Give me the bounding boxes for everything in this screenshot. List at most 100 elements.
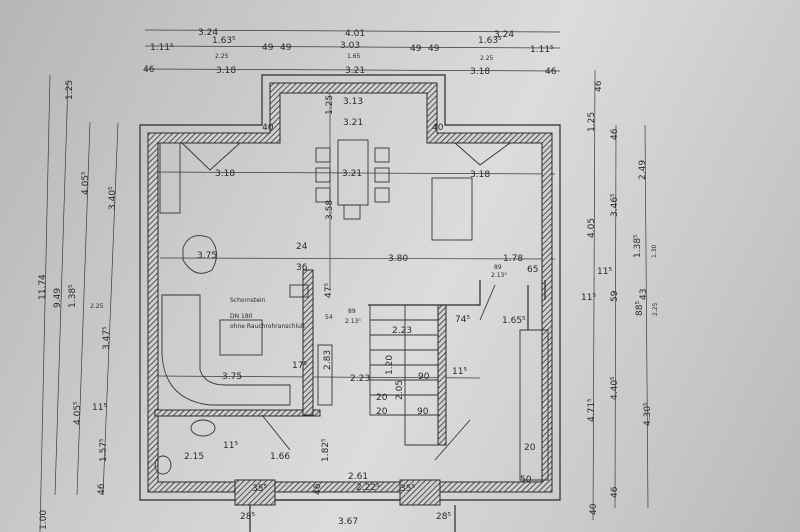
dimension-label: 3.24: [494, 30, 514, 40]
dimension-label: 2.83: [323, 350, 333, 370]
dimension-label: 3.75: [197, 251, 217, 261]
dimension-label: 2.22⁵: [356, 483, 380, 493]
dimension-label: 1.11⁵: [530, 45, 554, 55]
dimension-label: 1.20: [385, 355, 395, 375]
dimension-label: 1.63⁵: [478, 36, 502, 46]
dimension-label: 36: [296, 263, 308, 273]
dimension-label: 2.25: [90, 303, 104, 310]
dimension-label: 2.23: [392, 326, 412, 336]
dimension-label: 3.75: [222, 372, 242, 382]
dimension-label: 54: [325, 314, 333, 321]
dimension-label: 1.78: [503, 254, 523, 264]
dimension-label: 90: [418, 372, 430, 382]
dimension-label: 40: [589, 503, 599, 515]
dimension-label: 4.05⁵: [81, 171, 91, 195]
dimension-label: 89: [494, 264, 502, 271]
dimension-label: 40: [432, 123, 444, 133]
dimension-label: 20: [376, 393, 388, 403]
dimension-label: 17⁵: [292, 361, 307, 371]
dimension-label: 3.67: [338, 517, 358, 527]
dimension-label: 4.71⁵: [587, 398, 597, 422]
dimension-label: 2.49: [638, 160, 648, 180]
dimension-label: 1.00: [39, 510, 49, 530]
dimension-label: 46: [610, 128, 620, 140]
dimension-label: 11.74: [38, 274, 48, 300]
dimension-label: 11⁵: [452, 367, 467, 377]
dimension-label: 24: [296, 242, 308, 252]
dimension-label: 1.11⁵: [150, 43, 174, 53]
dimension-label: 1.38⁵: [633, 234, 643, 258]
dimension-label: 2.13⁵: [491, 272, 507, 279]
dimension-label: 20: [376, 407, 388, 417]
dimension-label: 3.21: [345, 66, 365, 76]
dimension-label: 47⁵: [324, 283, 334, 298]
dimension-label: 46: [313, 483, 323, 495]
dimension-label: 46: [594, 80, 604, 92]
dimension-label: 4.01: [345, 29, 365, 39]
dimension-label: 4.05: [587, 218, 597, 238]
walls: [139, 74, 561, 532]
dimension-label: 1.66: [270, 452, 290, 462]
dimension-label: 40: [262, 123, 274, 133]
dimension-label: 3.40⁵: [108, 186, 118, 210]
dimension-label: 20: [524, 443, 536, 453]
dimension-label: 1.30: [651, 244, 658, 258]
dimension-label: 2.05: [395, 380, 405, 400]
dimension-label: 50: [520, 475, 532, 485]
dimension-label: 3.13: [343, 97, 363, 107]
dimension-label: 2.23: [350, 374, 370, 384]
dimension-label: 35⁵: [252, 484, 267, 494]
dimension-label: 1.63⁵: [212, 36, 236, 46]
dimension-label: 2.25: [480, 55, 494, 62]
dimension-label: 3.24: [198, 28, 218, 38]
dimension-label: 3.58: [325, 200, 335, 220]
dimension-label: 9.49: [53, 288, 63, 308]
dimension-label: 2.61: [348, 472, 368, 482]
dimension-label: 4.05⁵: [73, 401, 83, 425]
dimension-label: 3.18: [470, 170, 490, 180]
dimension-label: 49: [280, 43, 292, 53]
dimension-label: 3.21: [343, 118, 363, 128]
furniture: [154, 139, 549, 481]
dimension-label: 11⁵: [597, 267, 612, 277]
dimension-label: 46: [97, 483, 107, 495]
dimension-label: 4.40⁵: [610, 376, 620, 400]
dimension-label: 89: [348, 308, 356, 315]
dimension-label: 49: [428, 44, 440, 54]
dimension-label: 3.03: [340, 41, 360, 51]
dimension-label: 4.30⁵: [643, 402, 653, 426]
dimension-label: 43: [639, 289, 649, 300]
dimension-label: 11⁵: [581, 293, 596, 303]
dimension-label: 88⁵: [635, 301, 645, 316]
chimney-note-line: Schornstein: [230, 297, 266, 304]
dimension-label: 1.25: [587, 112, 597, 132]
dimension-label: 3.18: [215, 169, 235, 179]
dimension-label: 1.65: [347, 53, 361, 60]
dimension-label: 49: [410, 44, 422, 54]
dimension-label: 46: [610, 486, 620, 498]
chimney-note-line: ohne Rauchrohranschluß: [230, 323, 305, 330]
dimension-label: 3.21: [342, 169, 362, 179]
dimension-label: 35⁵: [400, 484, 415, 494]
dimension-label: 2.25: [652, 302, 659, 316]
dimension-label: 3.80: [388, 254, 408, 264]
dimension-label: 46: [143, 65, 155, 75]
dimension-label: 3.18: [216, 66, 236, 76]
dimension-label: 1.57⁵: [99, 438, 109, 462]
dimension-label: 65: [527, 265, 538, 275]
chimney-note: Schornstein DN 180 ohne Rauchrohranschluß: [230, 297, 305, 330]
dimension-label: 59: [610, 290, 620, 302]
chimney-note-line: DN 180: [230, 313, 253, 320]
dimension-label: 1.65⁵: [502, 316, 526, 326]
dimension-label: 1.25: [325, 95, 335, 115]
dimension-label: 46: [545, 67, 557, 77]
dimension-label: 28⁵: [240, 512, 255, 522]
dimension-label: 3.47⁵: [102, 326, 112, 350]
dimension-label: 2.15: [184, 452, 204, 462]
dimension-label: 3.18: [470, 67, 490, 77]
dimension-label: 11⁵: [223, 441, 238, 451]
dimension-label: 90: [417, 407, 429, 417]
